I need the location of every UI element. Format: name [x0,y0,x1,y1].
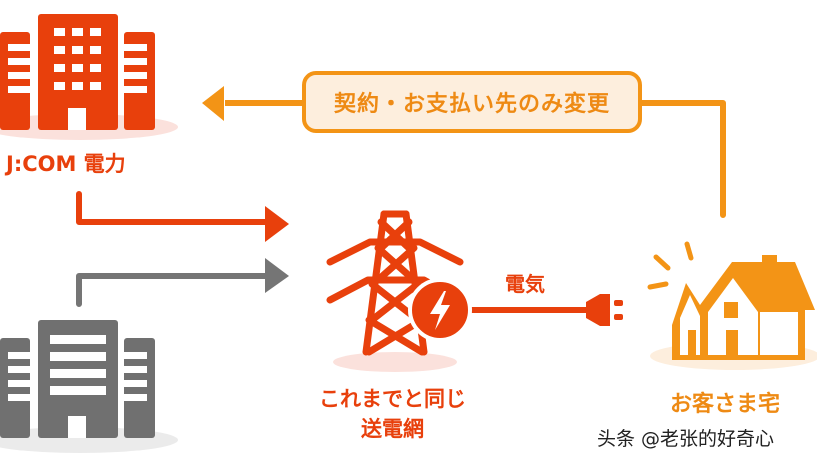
old-provider-to-grid-arrow [76,258,289,307]
old-provider-building-icon [0,320,178,453]
power-plug-icon [586,294,623,326]
jcom-building-icon [0,14,178,140]
contract-change-arrow [202,86,726,218]
home-label: お客さま宅 [670,392,781,417]
electricity-line [408,278,588,342]
watermark: 头条 @老张的好奇心 [597,428,775,450]
grid-label: これまでと同じ 送電網 [300,384,485,444]
grid-label-line2: 送電網 [361,417,424,441]
lightning-bolt-icon [430,291,450,330]
house-icon [647,241,817,370]
jcom-provider-label: J:COM 電力 [6,152,126,176]
contract-change-box: 契約・お支払い先のみ変更 [302,71,642,133]
jcom-to-grid-arrow [76,191,289,242]
grid-label-line1: これまでと同じ [319,387,466,411]
electricity-label: 電気 [505,272,545,296]
